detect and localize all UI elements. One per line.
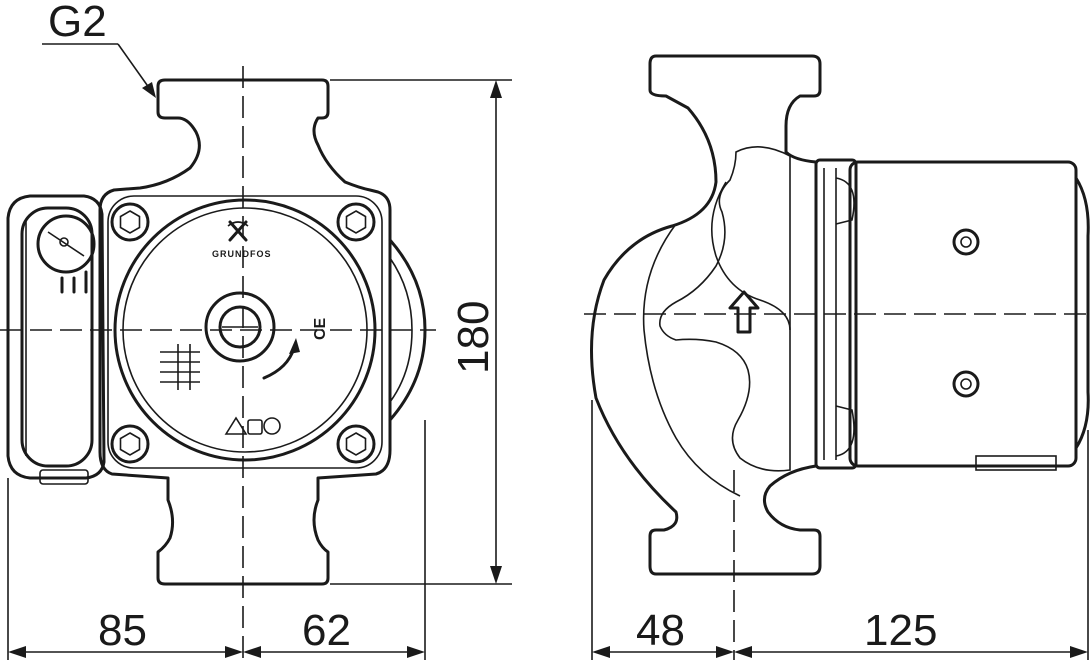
side-pump-body-outline (590, 54, 822, 576)
height-dimension-value: 180 (449, 301, 498, 374)
height-dimension (330, 79, 512, 585)
motor-screw-top (952, 228, 980, 256)
flow-direction-arrow-icon (728, 290, 760, 334)
side-internal-rib (710, 181, 791, 331)
side-view (584, 54, 1090, 660)
terminal-dial-icon (36, 214, 96, 294)
center-plug-inner (218, 305, 262, 349)
speed-selector-icon (160, 344, 200, 390)
motor-flange-notch-bottom (835, 405, 855, 457)
front-view: GRUNDFOS CE (0, 66, 436, 660)
front-width-dimensions (7, 420, 426, 660)
corner-bolt-top-right (336, 202, 376, 242)
motor-bottom-foot (975, 455, 1057, 471)
grundfos-logo-icon (227, 220, 249, 242)
front-right-dimension-value: 62 (302, 606, 351, 655)
side-right-dimension-value: 125 (864, 606, 937, 655)
pump-housing-outline (98, 78, 392, 586)
ce-mark: CE (312, 317, 329, 340)
motor-flange-notch-top (835, 177, 855, 225)
corner-bolt-bottom-right (336, 424, 376, 464)
connection-label: G2 (48, 0, 107, 46)
side-volute-inner (642, 223, 741, 497)
side-left-dimension-value: 48 (636, 606, 685, 655)
motor-back-bulge-inner (389, 257, 413, 403)
brand-name: GRUNDFOS (212, 249, 272, 259)
corner-bolt-bottom-left (110, 424, 150, 464)
front-left-dimension-value: 85 (98, 606, 147, 655)
motor-end-cap (1074, 176, 1090, 450)
front-plate (107, 195, 383, 469)
center-plug-outer (204, 291, 276, 363)
g2-callout (42, 43, 156, 98)
terminal-box (6, 194, 106, 485)
rotation-arrow-icon (262, 338, 300, 380)
motor-screw-bottom (952, 370, 980, 398)
side-internal-contour (659, 146, 791, 472)
corner-bolt-top-left (110, 202, 150, 242)
approval-marks-icon (224, 416, 281, 435)
side-width-dimensions (591, 400, 1089, 660)
